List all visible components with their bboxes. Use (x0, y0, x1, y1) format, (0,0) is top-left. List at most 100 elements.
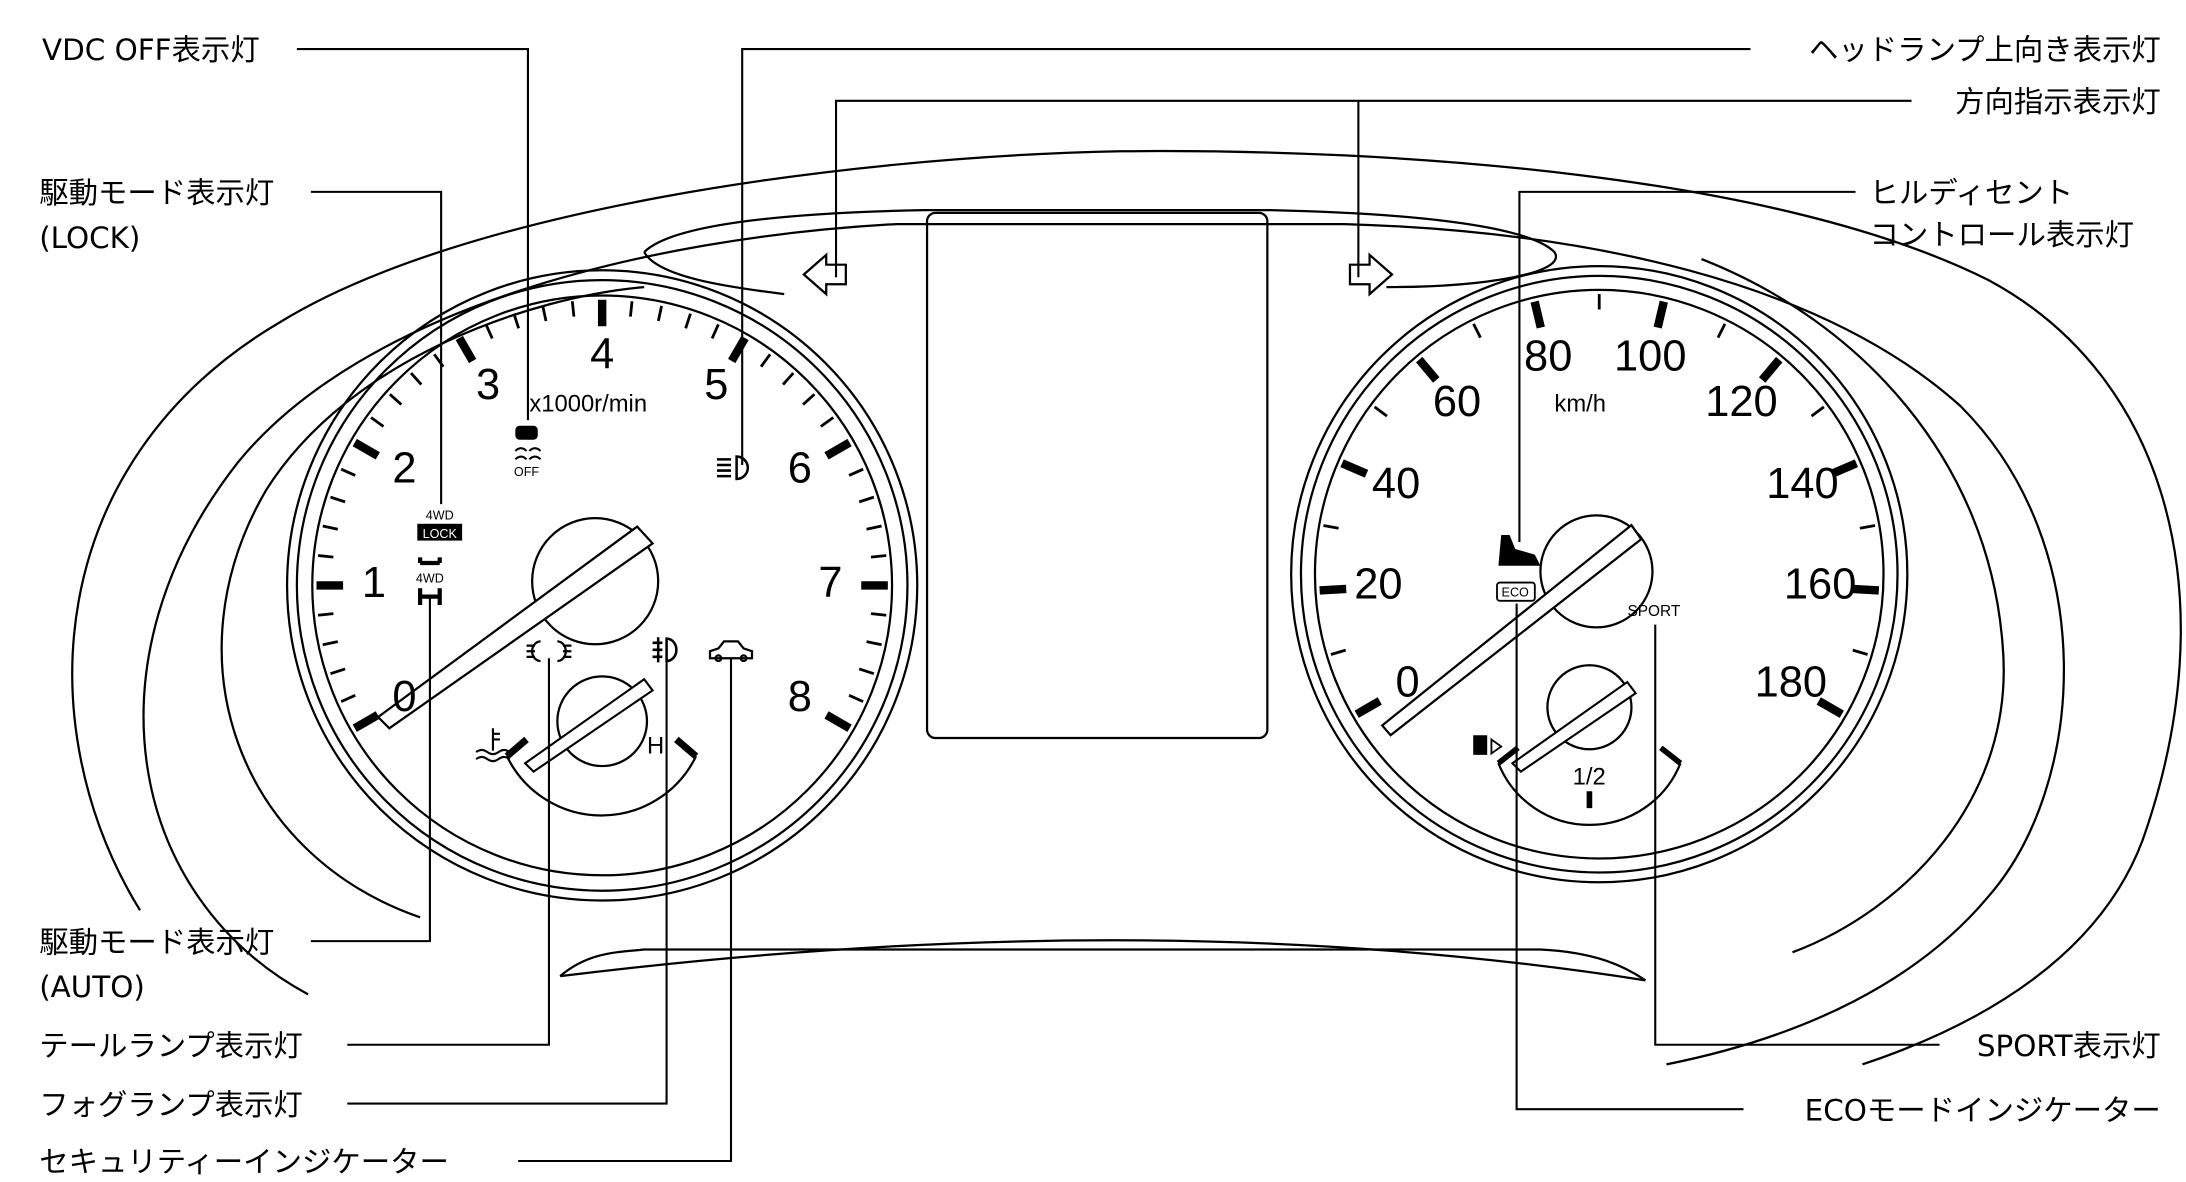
tach-minor-tick (340, 467, 356, 477)
tach-minor-tick (866, 640, 882, 647)
label-high-beam: ヘッドランプ上向き表示灯 (1809, 33, 2161, 67)
speed-minor-tick (1859, 524, 1876, 530)
tach-minor-tick (317, 554, 334, 559)
turn-left-arrow-icon (802, 252, 847, 297)
sport-icon: SPORT (1627, 603, 1680, 620)
leader-lines (296, 47, 1940, 1163)
tach-minor-tick (866, 524, 882, 531)
tach-unit: x1000r/min (529, 391, 647, 418)
speed-major-tick (1830, 459, 1859, 478)
tach-minor-tick (656, 305, 663, 322)
svg-text:OFF: OFF (514, 465, 539, 479)
tach-needle (376, 525, 655, 730)
speed-major-tick (1530, 300, 1545, 329)
tach-minor-tick (322, 640, 339, 647)
label-turn-signal: 方向指示表示灯 (1955, 85, 2161, 119)
tach-minor-tick (848, 467, 864, 477)
speed-tick-label: 80 (1524, 332, 1572, 380)
tach-minor-tick (370, 416, 385, 428)
tach-major-tick (352, 438, 380, 460)
svg-text:SPORT: SPORT (1627, 603, 1680, 620)
speed-unit: km/h (1554, 391, 1606, 418)
tach-tick-label: 5 (704, 361, 728, 409)
tach-tick-label: 3 (476, 361, 500, 409)
tach-minor-tick (317, 612, 334, 617)
speed-minor-tick (1373, 405, 1388, 418)
speed-major-tick (1758, 356, 1783, 383)
temp-hot-label: H (647, 732, 664, 759)
tach-minor-tick (409, 372, 423, 386)
tach-minor-tick (541, 305, 548, 322)
tach-tick-label: 6 (788, 445, 812, 493)
tach-minor-tick (781, 372, 795, 386)
speed-tick-label: 100 (1614, 332, 1686, 380)
speed-needle (1380, 523, 1643, 737)
svg-text:4WD: 4WD (416, 572, 444, 586)
tach-minor-tick (388, 393, 403, 406)
tail-lamp-icon (526, 640, 572, 663)
label-drive-mode-lock-sub: (LOCK) (39, 221, 140, 255)
high-beam-icon (716, 455, 749, 481)
tach-minor-tick (858, 667, 875, 676)
label-sport: SPORT表示灯 (1977, 1029, 2161, 1063)
tach-minor-tick (870, 554, 887, 559)
cluster-housing (71, 149, 2182, 1066)
label-hill-descent: ヒルディセント (1870, 176, 2074, 210)
label-hill-descent-sub: コントロール表示灯 (1870, 218, 2135, 252)
label-vdc-off: VDC OFF表示灯 (42, 33, 260, 67)
speed-tick-label: 180 (1755, 658, 1827, 706)
eco-mode-icon: ECO (1496, 581, 1536, 602)
fuel-gauge: 1/2 (1473, 664, 1683, 826)
speed-minor-tick (1323, 524, 1339, 530)
speed-major-tick (1340, 459, 1369, 478)
tach-tick-label: 2 (392, 445, 416, 493)
coolant-temp-icon (475, 728, 511, 763)
center-display (925, 211, 1269, 740)
drive-mode-auto-icon: 4WD (416, 557, 444, 606)
tach-minor-tick (819, 416, 835, 428)
tach-minor-tick (629, 301, 634, 317)
speed-major-tick (1319, 584, 1347, 595)
speed-tick-label: 40 (1372, 460, 1420, 508)
tach-major-tick (455, 335, 477, 364)
label-fog-lamp: フォグランプ表示灯 (39, 1088, 303, 1122)
svg-text:4WD: 4WD (426, 509, 454, 523)
speed-minor-tick (1810, 405, 1825, 418)
tach-minor-tick (848, 694, 864, 703)
speed-tick-label: 120 (1705, 378, 1777, 426)
speed-minor-tick (1852, 648, 1868, 656)
speed-tick-label: 20 (1354, 561, 1402, 609)
vdc-off-icon: OFF (514, 425, 542, 479)
tach-tick-label: 1 (362, 559, 386, 607)
tach-minor-tick (858, 495, 875, 504)
tach-major-tick (352, 711, 380, 732)
speed-tick-label: 140 (1766, 460, 1838, 508)
speed-tick-label: 160 (1784, 561, 1856, 609)
turn-right-arrow-icon (1348, 252, 1394, 297)
label-drive-mode-lock: 駆動モード表示灯 (39, 176, 274, 210)
speed-minor-tick (1472, 323, 1482, 339)
label-drive-mode-auto-sub: (AUTO) (39, 970, 145, 1004)
hill-descent-icon (1498, 534, 1541, 566)
speed-major-tick (1852, 584, 1880, 595)
tach-minor-tick (684, 313, 692, 329)
tach-minor-tick (330, 495, 346, 504)
temp-gauge: H (475, 675, 699, 817)
tach-tick-label: 4 (590, 331, 614, 379)
tach-tick-label: 7 (818, 559, 842, 607)
tach-minor-tick (484, 323, 494, 340)
speed-major-tick (1653, 300, 1668, 329)
tach-tick-label: 8 (788, 673, 812, 721)
tach-minor-tick (322, 524, 339, 531)
speed-major-tick (1354, 697, 1382, 718)
fog-lamp-icon (652, 637, 678, 663)
label-tail-lamp: テールランプ表示灯 (39, 1029, 303, 1063)
speed-major-tick (1816, 697, 1844, 718)
label-security: セキュリティーインジケーター (39, 1145, 449, 1179)
label-eco: ECOモードインジケーター (1805, 1093, 2161, 1127)
tach-minor-tick (710, 323, 720, 340)
fuel-pump-icon (1473, 735, 1503, 756)
speed-minor-tick (1330, 648, 1347, 656)
